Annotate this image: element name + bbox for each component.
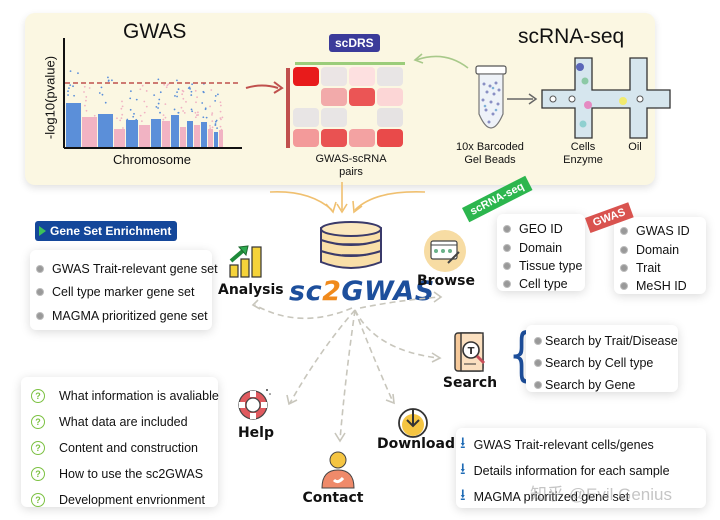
contact-node-label[interactable]: Contact	[298, 490, 368, 506]
question-icon: ?	[31, 415, 45, 429]
download-tray-icon: ⭳	[460, 484, 466, 511]
contact-person-icon	[318, 450, 358, 490]
bullet-icon	[503, 225, 511, 233]
help-node-label[interactable]: Help	[226, 425, 286, 441]
list-item: Tissue type	[503, 257, 585, 275]
play-icon	[39, 226, 46, 236]
list-item: Domain	[503, 238, 585, 257]
list-item: ?What information is avaliable	[31, 383, 218, 409]
browse-gwas-card: GWAS ID Domain Trait MeSH ID	[614, 217, 706, 294]
bullet-icon	[534, 337, 542, 345]
list-item: Search by Gene	[534, 374, 678, 396]
analysis-card: GWAS Trait-relevant gene set Cell type m…	[30, 250, 212, 330]
search-icon: T	[452, 330, 488, 374]
watermark: 知乎 @Evil Genius	[530, 480, 672, 505]
download-tray-icon: ⭳	[460, 432, 466, 459]
list-item: ?Development envrionment	[31, 487, 218, 513]
list-item: ?Content and construction	[31, 435, 218, 461]
browse-icon	[423, 229, 467, 273]
list-item: ⭳GWAS Trait-relevant cells/genes	[460, 432, 706, 458]
bullet-icon	[620, 264, 628, 272]
bullet-icon	[620, 246, 628, 254]
list-item: Trait	[620, 259, 706, 277]
list-item: ?What data are included	[31, 409, 218, 435]
gene-set-enrichment-badge: Gene Set Enrichment	[35, 221, 177, 241]
list-item: GWAS ID	[620, 222, 706, 240]
list-item: Search by Cell type	[534, 352, 678, 374]
svg-text:T: T	[468, 346, 475, 357]
list-item: ?How to use the sc2GWAS	[31, 461, 218, 487]
download-icon	[396, 404, 432, 440]
bullet-icon	[503, 262, 511, 270]
search-card: Search by Trait/Disease Search by Cell t…	[526, 325, 678, 392]
browse-scrna-card: GEO ID Domain Tissue type Cell type	[497, 214, 585, 291]
lifebuoy-icon	[236, 386, 272, 422]
browse-node-label[interactable]: Browse	[416, 273, 476, 289]
download-tray-icon: ⭳	[460, 458, 466, 485]
analysis-chart-icon	[228, 243, 264, 279]
list-item: Domain	[620, 240, 706, 259]
bullet-icon	[620, 282, 628, 290]
analysis-node-label[interactable]: Analysis	[218, 282, 278, 298]
list-item: MeSH ID	[620, 277, 706, 295]
download-node-label[interactable]: Download	[376, 436, 456, 452]
bullet-icon	[620, 227, 628, 235]
list-item: Cell type	[503, 275, 585, 293]
search-node-label[interactable]: Search	[440, 375, 500, 391]
list-item: Search by Trait/Disease	[534, 330, 678, 352]
bullet-icon	[503, 244, 511, 252]
bullet-icon	[36, 312, 44, 320]
bullet-icon	[36, 288, 44, 296]
bullet-icon	[503, 280, 511, 288]
bullet-icon	[36, 265, 44, 273]
list-item: GWAS Trait-relevant gene set	[36, 258, 212, 280]
list-item: MAGMA prioritized gene set	[36, 304, 212, 328]
help-card: ?What information is avaliable ?What dat…	[21, 377, 218, 507]
question-icon: ?	[31, 441, 45, 455]
list-item: Cell type marker gene set	[36, 280, 212, 304]
question-icon: ?	[31, 389, 45, 403]
question-icon: ?	[31, 493, 45, 507]
bullet-icon	[534, 359, 542, 367]
bullet-icon	[534, 381, 542, 389]
question-icon: ?	[31, 467, 45, 481]
list-item: GEO ID	[503, 220, 585, 238]
